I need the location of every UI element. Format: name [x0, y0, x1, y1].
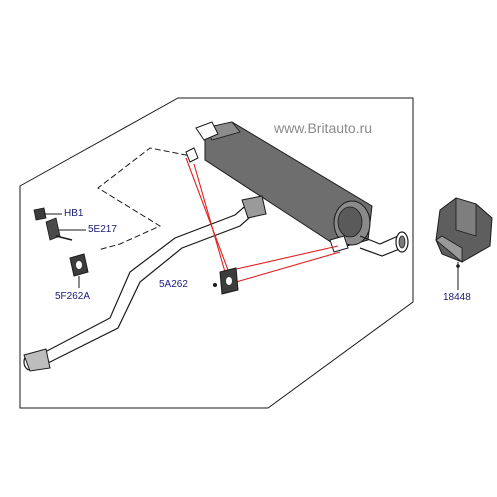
diagram-panel-frame [19, 97, 414, 409]
red-leader-lines [185, 157, 341, 283]
callout-18448: 18448 [443, 292, 471, 303]
rubber-insulator-5a262 [219, 267, 239, 295]
mounting-dashed-outline [97, 147, 197, 251]
callout-hb1: HB1 [64, 208, 84, 219]
bolt-hb1 [33, 207, 62, 221]
rear-muffler [185, 121, 373, 249]
bracket-5e217 [45, 217, 86, 241]
front-flange [23, 348, 51, 372]
callout-5e217: 5E217 [88, 224, 117, 235]
callout-dot-5a262 [213, 283, 217, 287]
rear-hanger [329, 235, 349, 253]
callout-5f262a: 5F262A [55, 291, 91, 302]
watermark: www.Britauto.ru [274, 120, 373, 136]
callout-5a262: 5A262 [159, 279, 188, 290]
tailpipe-tip-inner [398, 235, 406, 249]
heat-shield-18448 [435, 197, 493, 290]
insulator-5f262a [69, 253, 89, 288]
tailpipe [359, 235, 403, 257]
